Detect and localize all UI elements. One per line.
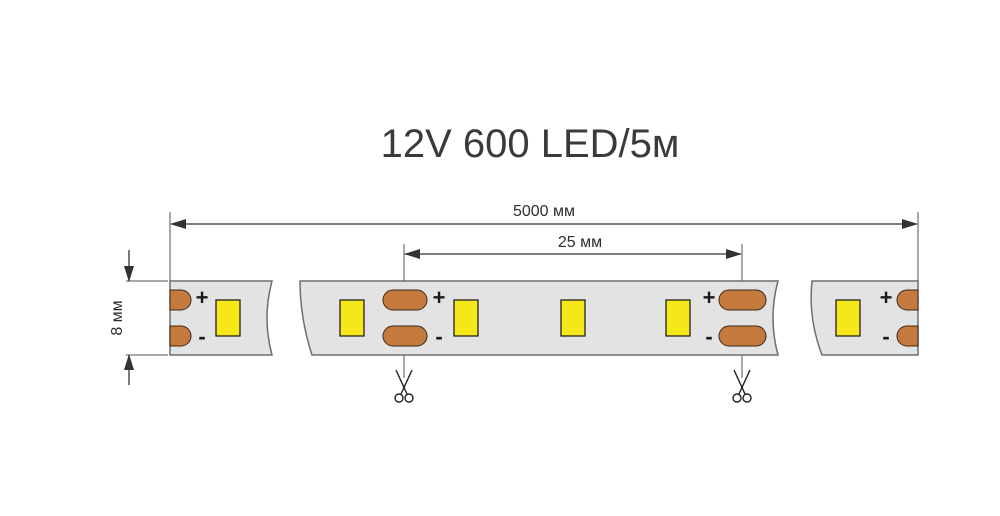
strip-piece-middle: + - + - <box>299 280 779 356</box>
minus-sign: - <box>435 324 442 349</box>
solder-pad-minus <box>718 325 767 347</box>
led-chip <box>339 299 365 337</box>
plus-sign: + <box>433 285 446 310</box>
led-chip <box>835 299 861 337</box>
led-chip <box>665 299 691 337</box>
total-length-label: 5000 мм <box>513 203 575 220</box>
diagram-title: 12V 600 LED/5м <box>381 122 680 166</box>
minus-sign: - <box>198 324 205 349</box>
segment-length-label: 25 мм <box>558 234 602 251</box>
solder-pad-plus <box>896 289 919 311</box>
plus-sign: + <box>196 285 209 310</box>
solder-pad-plus <box>169 289 192 311</box>
scissors-icon <box>394 369 414 403</box>
minus-sign: - <box>705 324 712 349</box>
total-length-dimension: 5000 мм <box>169 203 919 354</box>
led-chip <box>560 299 586 337</box>
width-dimension: 8 мм <box>109 250 168 385</box>
strip-piece-right: + - <box>810 280 919 356</box>
strip-piece-left: + - <box>169 280 273 356</box>
plus-sign: + <box>703 285 716 310</box>
minus-sign: - <box>882 324 889 349</box>
solder-pad-minus <box>382 325 428 347</box>
solder-pad-minus <box>896 325 919 347</box>
led-chip <box>215 299 241 337</box>
solder-pad-plus <box>382 289 428 311</box>
scissors-icon <box>732 369 752 403</box>
plus-sign: + <box>880 285 893 310</box>
led-chip <box>453 299 479 337</box>
width-label: 8 мм <box>109 300 126 335</box>
solder-pad-minus <box>169 325 192 347</box>
solder-pad-plus <box>718 289 767 311</box>
